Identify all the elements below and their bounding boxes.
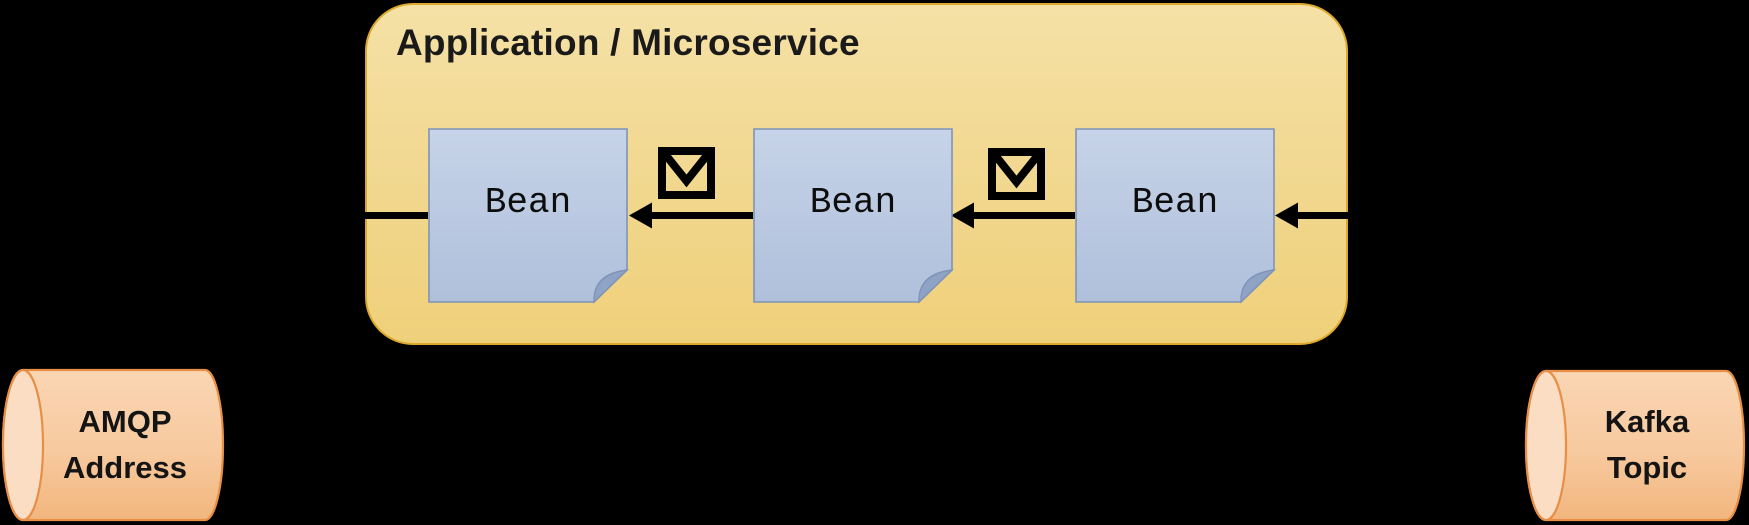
arrow-bean3-to-bean2 [951,202,1075,229]
kafka-label-line1: Kafka [1604,404,1690,439]
arrow-bean1-to-amqp [226,212,428,460]
bean-fold-corner [593,269,629,304]
kafka-topic-label: Kafka Topic [1556,398,1738,492]
bean-label: Bean [484,182,572,223]
arrow-kafka-to-bean3 [1275,202,1528,451]
amqp-cylinder-cap [1,368,45,522]
amqp-cylinder [1,368,225,522]
envelope-icon [988,148,1045,200]
bean-box-3 [1075,128,1276,304]
bean-fold-corner [1240,269,1276,304]
kafka-cylinder [1524,369,1746,522]
kafka-cylinder-cap [1524,369,1568,522]
bean-label: Bean [809,182,897,223]
amqp-label-line1: AMQP [78,404,172,439]
arrow-bean2-to-bean1 [629,202,753,229]
amqp-address-label: AMQP Address [35,398,215,492]
application-title: Application / Microservice [396,22,860,63]
kafka-label-line2: Topic [1606,450,1688,485]
amqp-label-line2: Address [62,450,188,485]
bean-fold-corner [918,269,954,304]
bean-box-1 [428,128,629,304]
bean-label: Bean [1131,182,1219,223]
envelope-icon [658,147,715,199]
bean-box-2 [753,128,954,304]
